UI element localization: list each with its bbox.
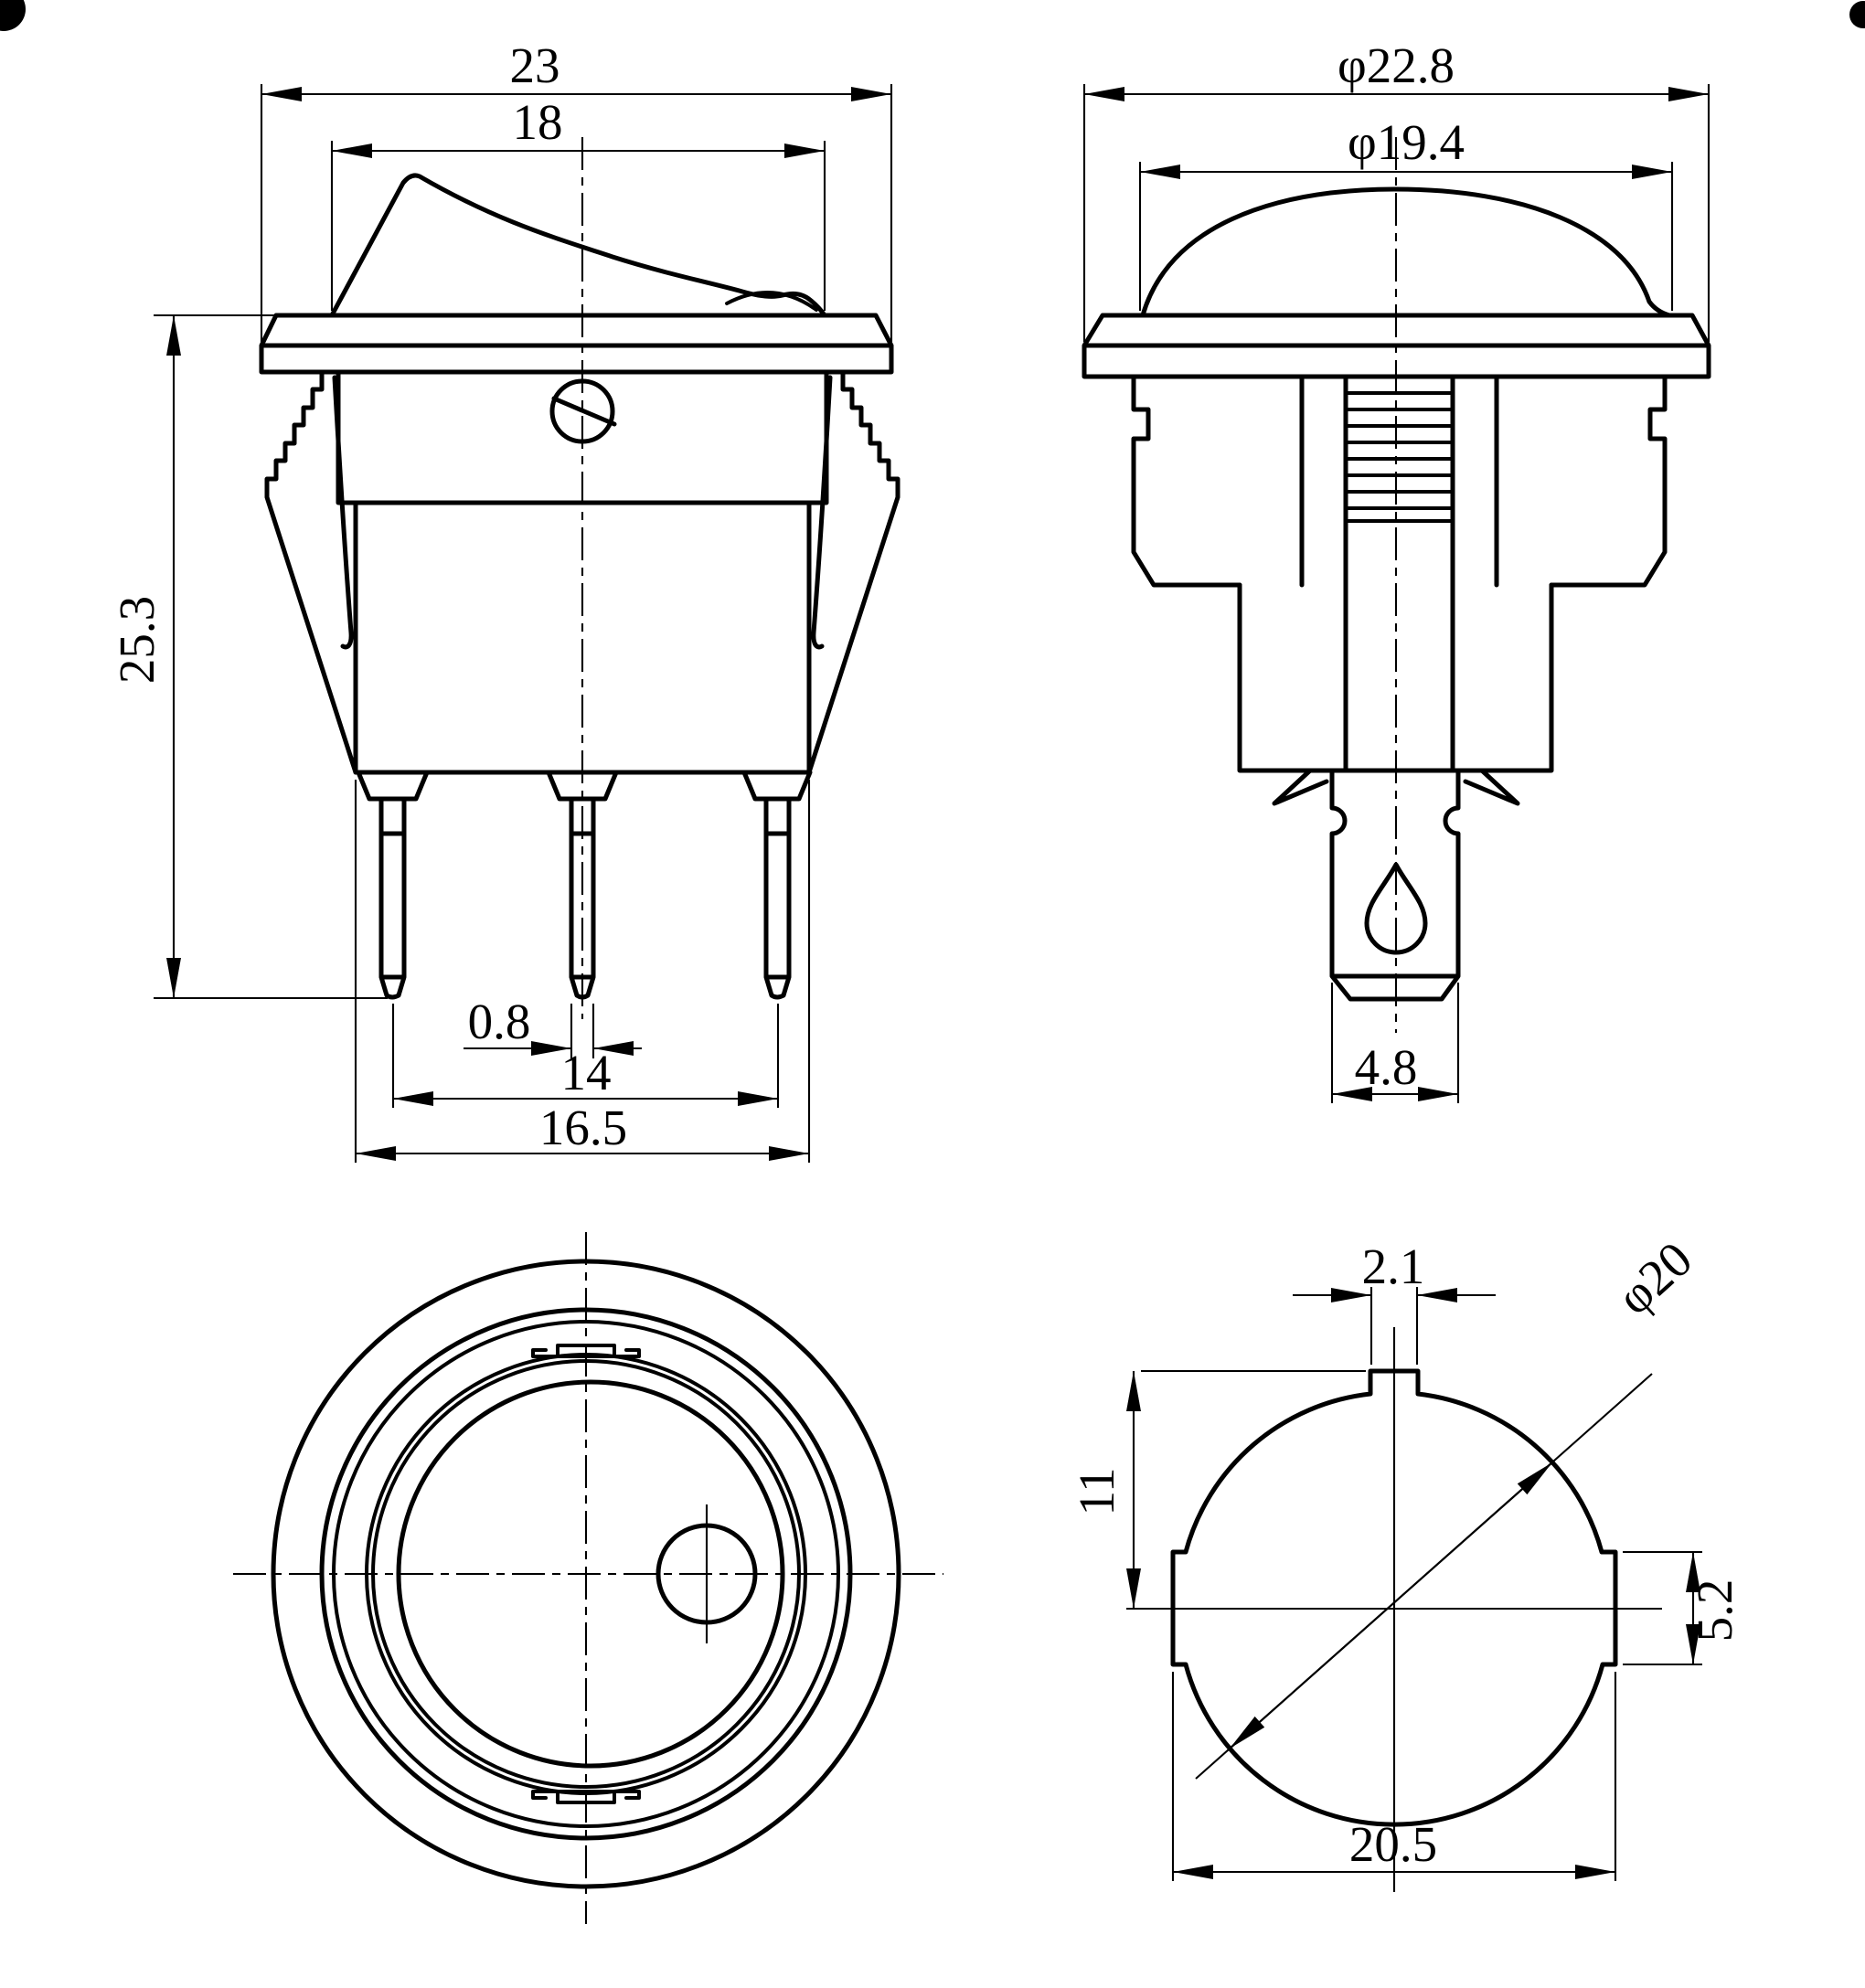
side-latch-ribs bbox=[1344, 391, 1455, 523]
dim-text-terminal-pitch: 14 bbox=[561, 1045, 612, 1100]
front-flange-outline bbox=[259, 313, 894, 375]
dim-text-body-width: 16.5 bbox=[539, 1100, 627, 1155]
side-dome-outline bbox=[1140, 186, 1672, 318]
front-terminal-right bbox=[741, 770, 813, 1000]
dim-text-flange-width: 23 bbox=[510, 37, 560, 93]
cutout-crosshair bbox=[1126, 1327, 1662, 1892]
side-left-block bbox=[1131, 374, 1305, 588]
dim-text-flat-height: 5.2 bbox=[1687, 1579, 1742, 1642]
side-extension-lines bbox=[1082, 84, 1710, 1103]
scan-artifact-dot bbox=[1849, 1, 1865, 28]
front-extension-lines bbox=[154, 84, 893, 1163]
front-left-clip bbox=[264, 369, 358, 775]
side-latch-column bbox=[1343, 374, 1455, 773]
dim-text-total-height: 25.3 bbox=[109, 596, 165, 684]
side-right-barb bbox=[1463, 768, 1520, 806]
front-rocker-inner-arc bbox=[725, 291, 818, 312]
cutout-extension-lines bbox=[1141, 1287, 1702, 1881]
top-view bbox=[233, 1232, 943, 1924]
front-rocker-outline bbox=[329, 173, 827, 318]
dim-text-flange-diameter: φ22.8 bbox=[1337, 37, 1455, 93]
screw-slot bbox=[551, 396, 617, 427]
diameter-leader-arrows bbox=[1229, 1462, 1553, 1749]
scan-artifact-dot bbox=[0, 0, 26, 31]
dim-text-terminal-thickness: 0.8 bbox=[468, 994, 531, 1049]
side-terminal bbox=[1329, 768, 1461, 1002]
side-right-block bbox=[1494, 374, 1668, 588]
dim-text-keyway-width: 2.1 bbox=[1362, 1239, 1425, 1294]
side-view: φ22.8 φ19.4 4.8 bbox=[1082, 37, 1711, 1103]
front-view: 23 18 25.3 0.8 14 16.5 bbox=[109, 37, 901, 1163]
side-left-barb bbox=[1272, 768, 1329, 806]
dim-text-hole-diameter: φ20 bbox=[1606, 1231, 1702, 1325]
front-right-clip bbox=[806, 369, 901, 775]
terminal-teardrop-hole bbox=[1364, 862, 1428, 955]
cutout-outline bbox=[1170, 1368, 1618, 1827]
dim-text-top-to-center: 11 bbox=[1069, 1468, 1124, 1516]
dim-text-across-flats: 20.5 bbox=[1349, 1816, 1437, 1872]
front-terminal-left bbox=[356, 770, 430, 1000]
dim-text-rocker-width: 18 bbox=[513, 94, 563, 150]
dim-text-terminal-width: 4.8 bbox=[1355, 1039, 1418, 1095]
dim-text-dome-diameter: φ19.4 bbox=[1348, 114, 1465, 170]
panel-cutout-view: 2.1 11 φ20 5.2 20.5 bbox=[1069, 1231, 1742, 1892]
